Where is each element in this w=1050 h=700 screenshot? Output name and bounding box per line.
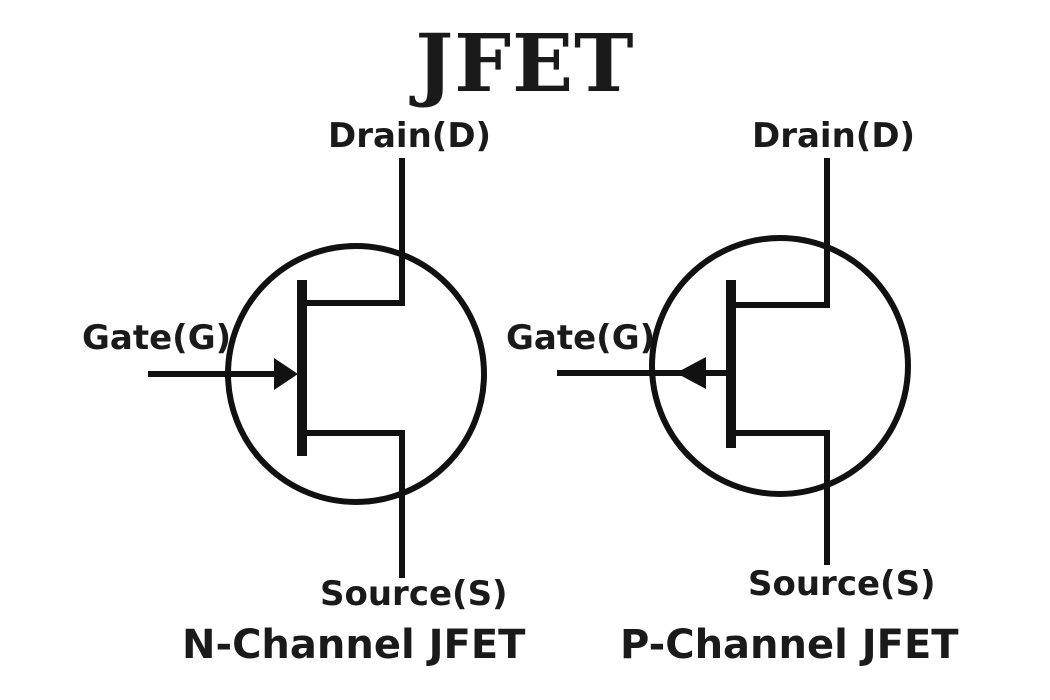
n-channel-jfet-symbol <box>148 158 487 578</box>
diagram-title: JFET <box>415 16 635 110</box>
p-channel-drain-label: Drain(D) <box>752 116 916 156</box>
n-channel-drain-lead <box>305 158 405 306</box>
n-channel-source-label: Source(S) <box>320 574 508 614</box>
p-channel-source-lead <box>734 430 830 565</box>
n-channel-drain-label: Drain(D) <box>328 116 492 156</box>
n-channel-caption: N-Channel JFET <box>182 622 526 668</box>
p-channel-drain-lead <box>734 158 830 308</box>
p-channel-envelope-circle <box>649 235 911 497</box>
p-channel-caption: P-Channel JFET <box>620 622 959 668</box>
p-channel-jfet-symbol <box>557 158 911 565</box>
p-channel-gate-label: Gate(G) <box>506 318 656 358</box>
n-channel-gate-label: Gate(G) <box>82 318 232 358</box>
n-channel-source-lead <box>305 430 405 578</box>
p-channel-gate-arrow-outward-icon <box>676 357 706 389</box>
n-channel-gate-arrow-inward-icon <box>274 358 298 390</box>
p-channel-source-label: Source(S) <box>748 564 936 604</box>
